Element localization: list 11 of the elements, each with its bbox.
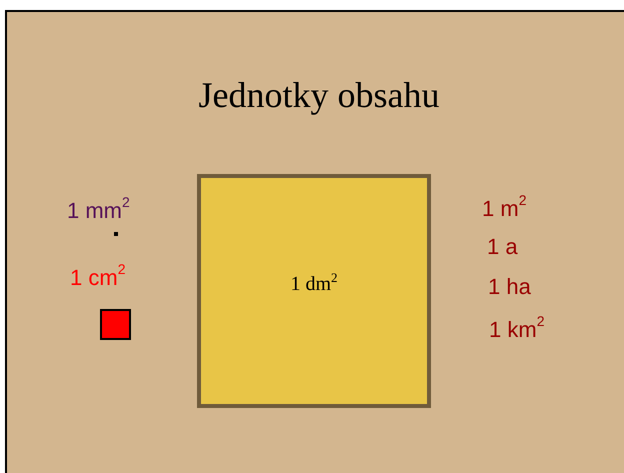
small-square xyxy=(100,309,131,340)
unit-label: 1 mm$^{2}$ xyxy=(67,198,130,224)
unit-label: 1 dm$^{2}$ xyxy=(289,274,339,294)
unit-label: 1 cm$^{2}$ xyxy=(70,265,126,291)
unit-label: 1 km$^{2}$ xyxy=(489,317,544,343)
unit-label: 1 ha xyxy=(488,274,531,300)
square xyxy=(197,174,431,408)
unit-label: 1 m$^{2}$ xyxy=(482,196,526,222)
title: Jednotky obsahu xyxy=(198,74,440,116)
unit-label: 1 a xyxy=(487,234,518,260)
dot-square xyxy=(114,232,118,236)
